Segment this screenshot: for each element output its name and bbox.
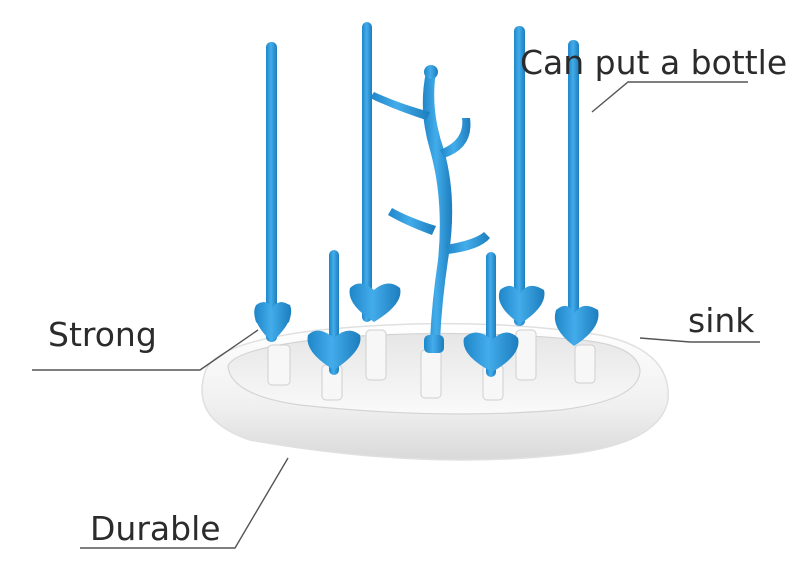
strong-callout-line [32, 329, 259, 371]
sink-callout-label: sink [688, 301, 755, 340]
callout-lines [32, 81, 760, 549]
bottle-callout-label: Can put a bottle [520, 43, 788, 82]
durable-callout-line [80, 457, 289, 549]
sink-callout-line [639, 337, 760, 343]
bottle-pegs [254, 22, 599, 377]
durable-callout-label: Durable [90, 509, 221, 548]
strong-callout-label: Strong [48, 315, 157, 354]
bottle-callout-line [591, 81, 748, 113]
